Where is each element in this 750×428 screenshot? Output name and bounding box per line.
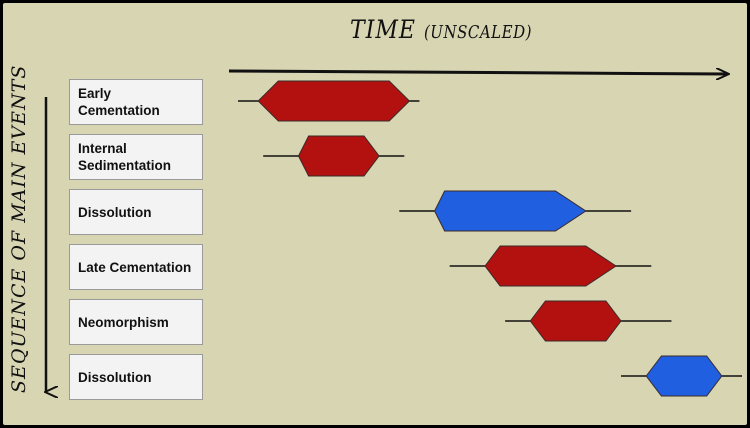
event-label-box: Dissolution xyxy=(69,189,203,235)
event-bar-red xyxy=(297,135,380,177)
event-bar-red xyxy=(257,80,411,122)
time-title-paren: (UNSCALED) xyxy=(423,21,532,43)
time-arrow xyxy=(228,71,728,74)
event-label: Dissolution xyxy=(78,204,152,220)
time-axis-title: TIME (UNSCALED) xyxy=(350,16,532,45)
event-label: Late Cementation xyxy=(78,259,192,275)
event-label-box: Dissolution xyxy=(69,354,203,400)
event-label: Dissolution xyxy=(78,369,152,385)
event-label-box: Early Cementation xyxy=(69,79,203,125)
event-label-box: Late Cementation xyxy=(69,244,203,290)
event-label: Early Cementation xyxy=(78,86,160,118)
event-bars xyxy=(238,80,742,397)
event-label-box: Internal Sedimentation xyxy=(69,134,203,180)
event-label-box: Neomorphism xyxy=(69,299,203,345)
event-bar-blue xyxy=(645,355,723,397)
event-bar-red xyxy=(529,300,622,342)
event-bar-blue xyxy=(434,190,587,232)
time-title-main: TIME xyxy=(350,16,416,45)
event-label: Neomorphism xyxy=(78,314,169,330)
event-label: Internal Sedimentation xyxy=(78,141,172,173)
event-bar-red xyxy=(484,245,617,287)
